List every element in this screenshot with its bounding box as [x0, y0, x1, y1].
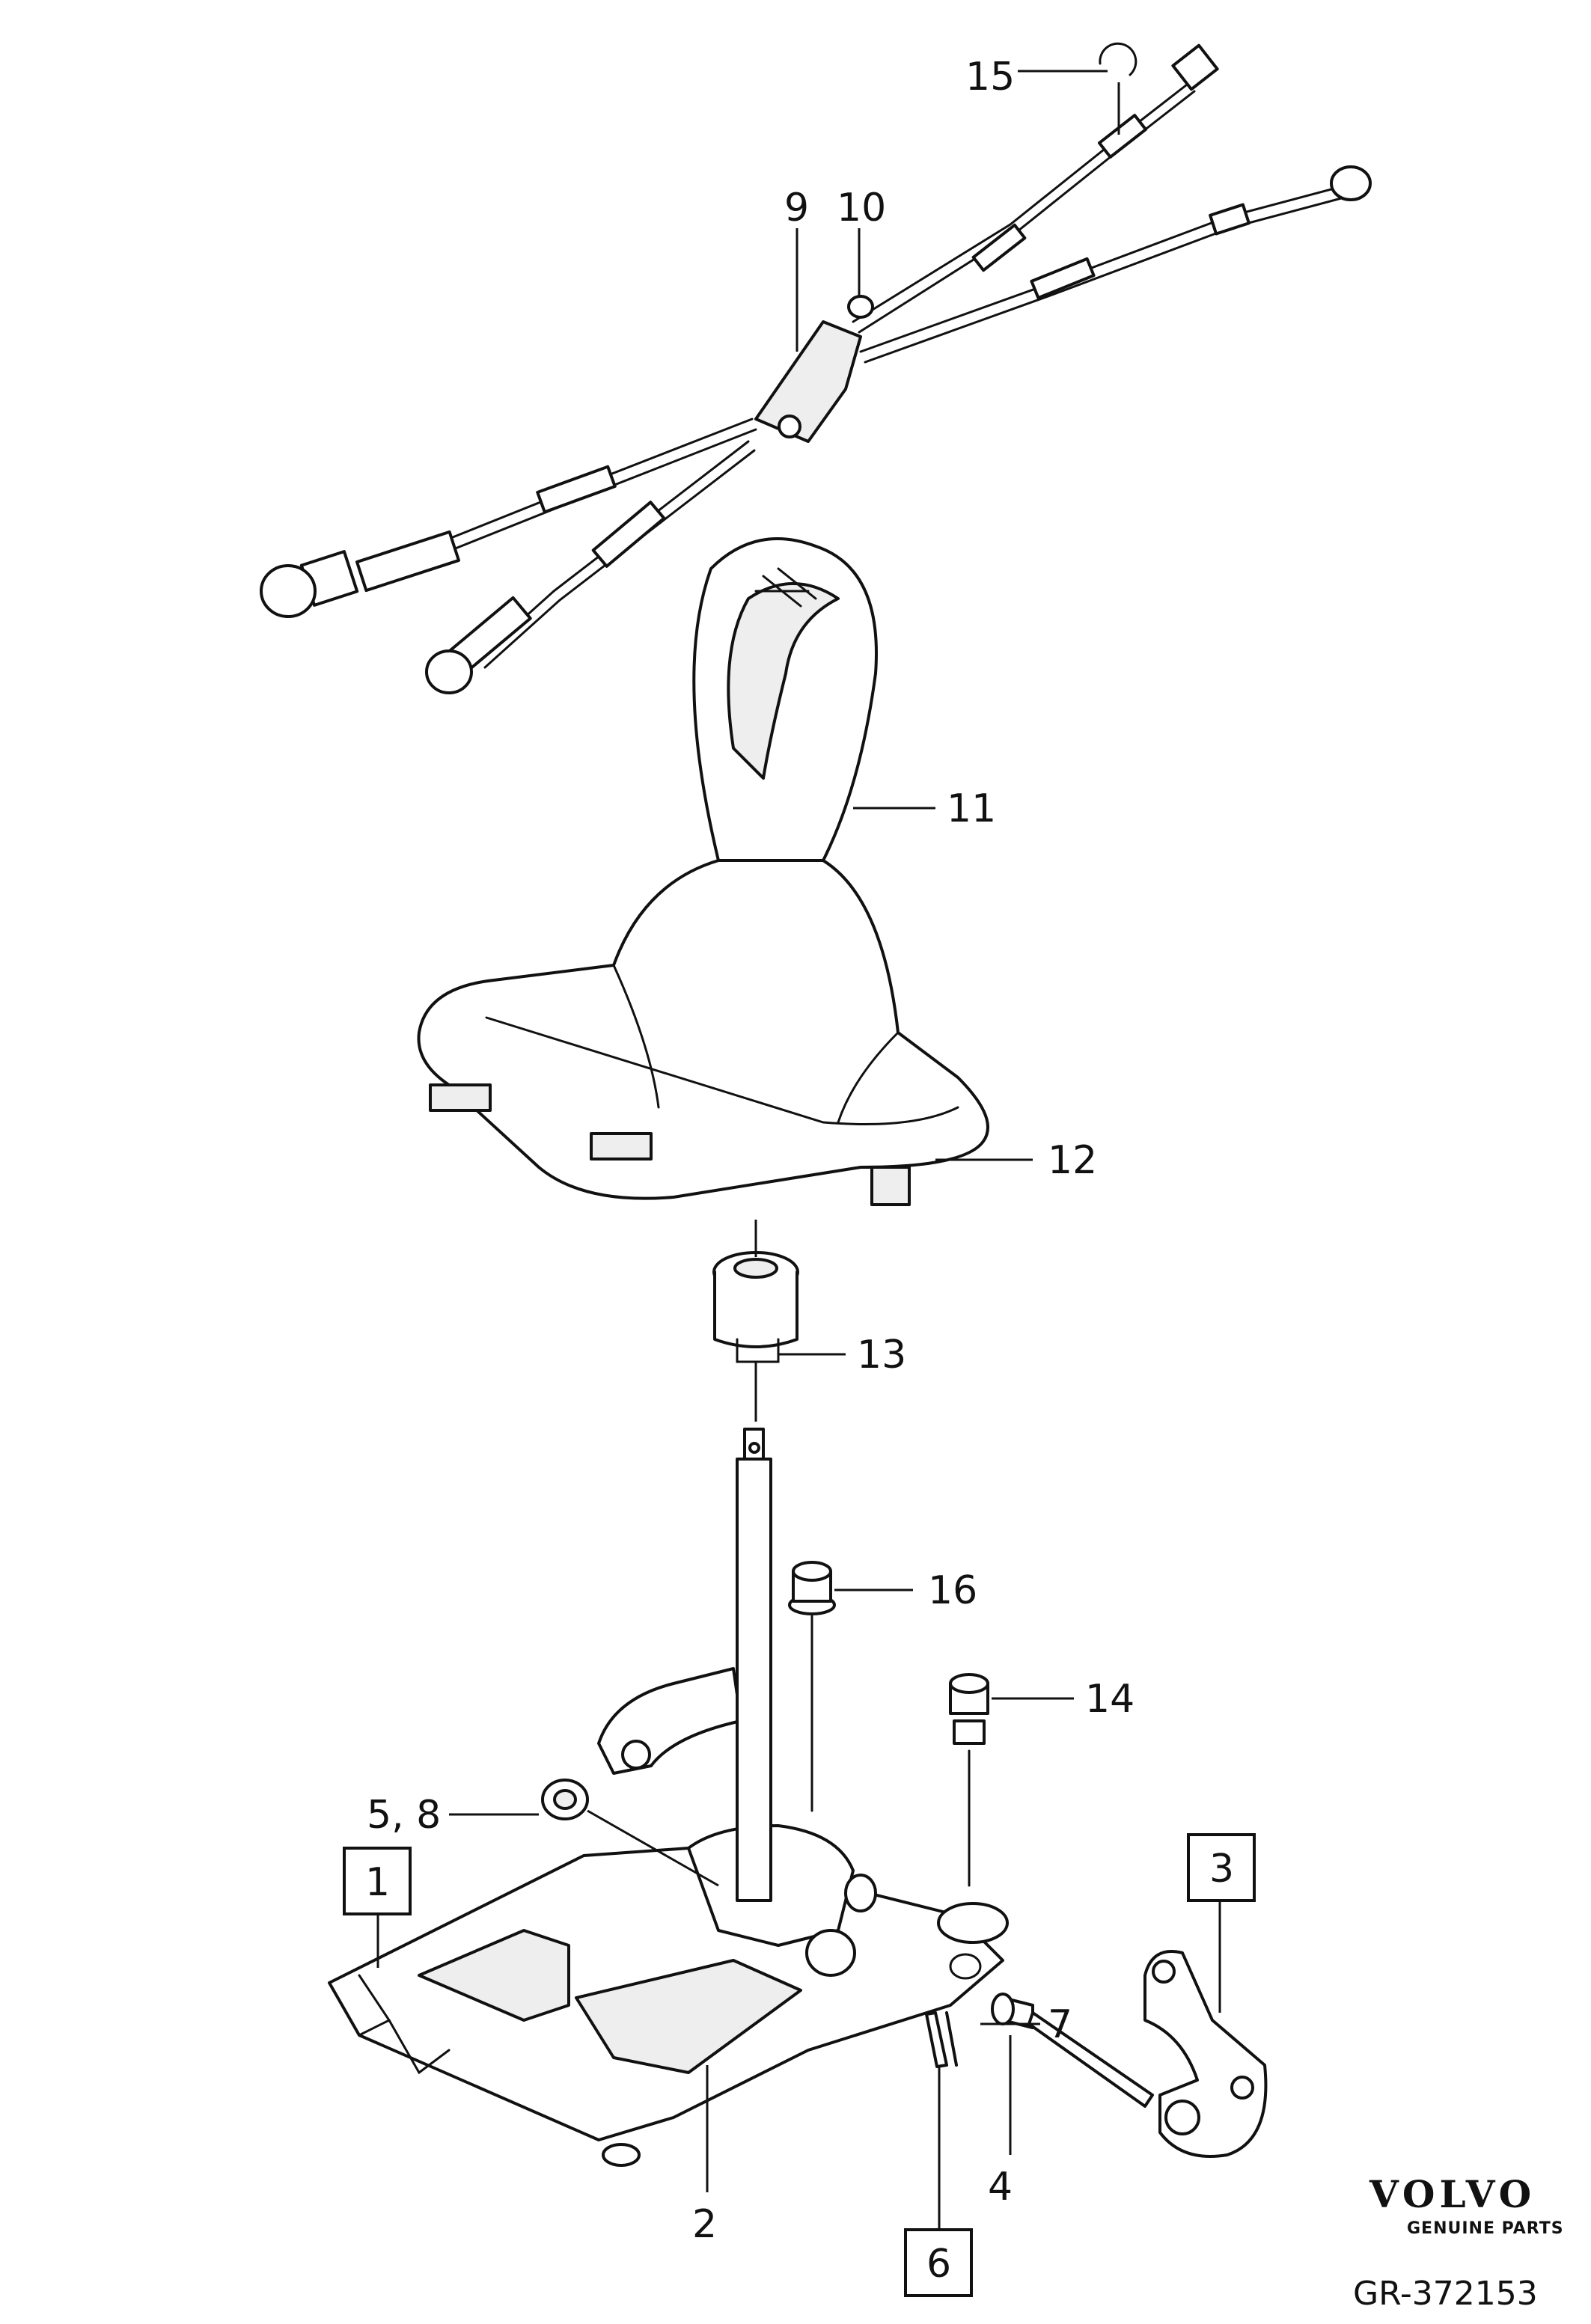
- split-pin: [925, 2011, 958, 2068]
- callout-13: 13: [857, 1333, 906, 1377]
- callout-box-3: [1187, 1833, 1256, 1902]
- flange-nut: [541, 1779, 589, 1820]
- genuine-parts-label: GENUINE PARTS: [1407, 2219, 1564, 2238]
- diagram-reference: GR-372153: [1353, 2275, 1538, 2313]
- callout-14: 14: [1085, 1677, 1135, 1722]
- bolt: [949, 1673, 989, 1887]
- callout-box-1: [343, 1847, 412, 1915]
- callout-5-8: 5, 8: [367, 1793, 441, 1838]
- bushing: [712, 1251, 799, 1363]
- circlip: [949, 1953, 982, 1980]
- callout-6: 6: [926, 2242, 951, 2287]
- shift-cables: [260, 42, 1372, 694]
- callout-1: 1: [365, 1860, 390, 1905]
- callout-15: 15: [965, 55, 1015, 100]
- brand-block: VOLVO GENUINE PARTS GR-372153: [1353, 2172, 1564, 2313]
- callout-3: 3: [1209, 1847, 1234, 1892]
- callout-4: 4: [988, 2165, 1013, 2210]
- callout-16: 16: [928, 1568, 977, 1613]
- callout-10: 10: [837, 186, 886, 230]
- callout-11: 11: [947, 786, 996, 831]
- callout-2: 2: [692, 2202, 717, 2247]
- leader-lines: [376, 70, 1221, 2230]
- callouts: 15 9 10 11 12 13 16 14 5, 8 7 4 2 1 3 6: [343, 55, 1256, 2297]
- gear-boot: [417, 859, 989, 1206]
- volvo-logo: VOLVO: [1369, 2172, 1536, 2216]
- callout-box-6: [904, 2228, 973, 2297]
- gear-knob: [692, 537, 878, 862]
- callout-9: 9: [784, 186, 809, 230]
- gear-lever-housing: [328, 1428, 1009, 2167]
- callout-12: 12: [1048, 1138, 1097, 1183]
- callout-7: 7: [1048, 2002, 1072, 2047]
- nut: [788, 1561, 836, 1812]
- bracket-lever: [1143, 1950, 1268, 2158]
